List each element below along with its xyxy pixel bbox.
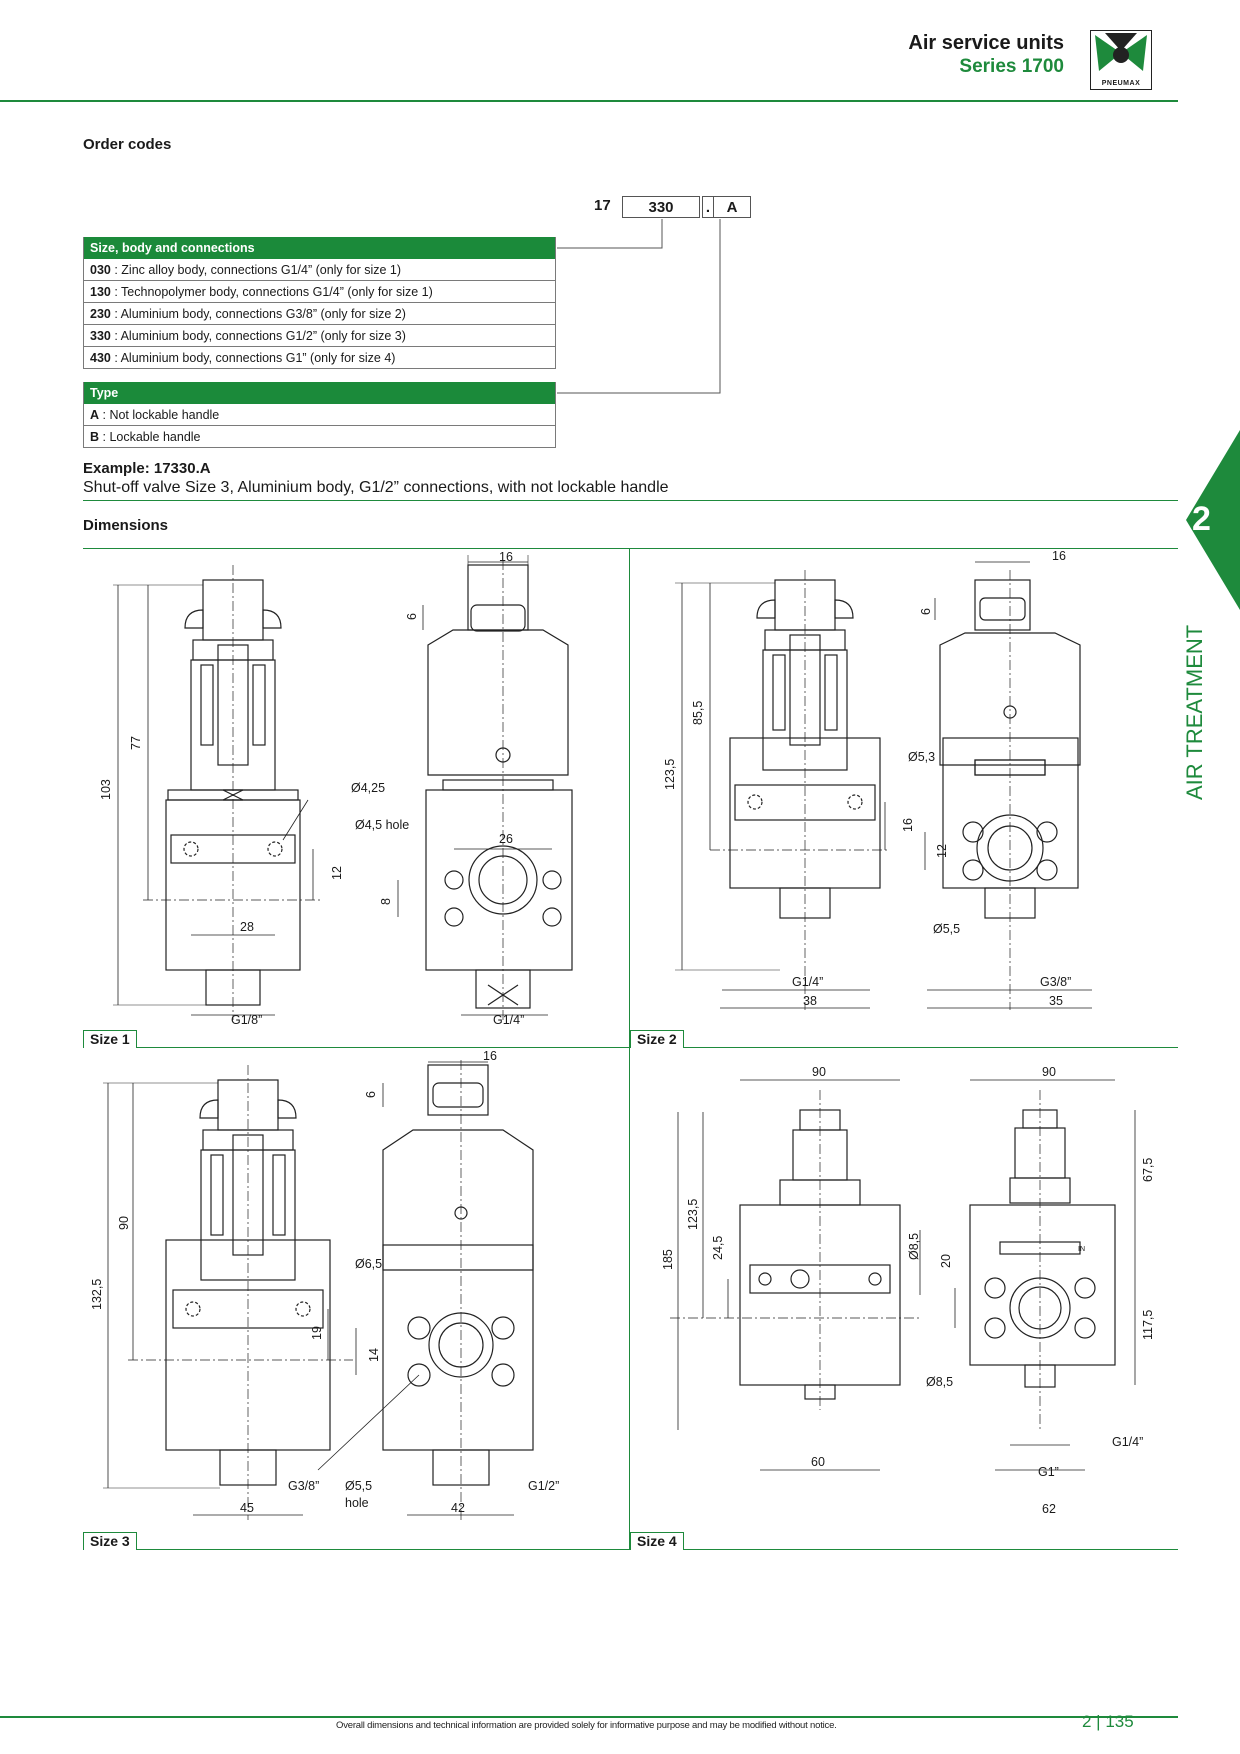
s2-d16b: 16 bbox=[901, 818, 915, 832]
s2-d855: 85,5 bbox=[691, 701, 705, 725]
size-table-header: Size, body and connections bbox=[83, 237, 556, 259]
size-2-label: Size 2 bbox=[630, 1030, 684, 1048]
type-table-header: Type bbox=[83, 382, 556, 404]
s4-d1235: 123,5 bbox=[686, 1199, 700, 1230]
s4-d85b: Ø8,5 bbox=[926, 1375, 953, 1389]
header-rule bbox=[0, 100, 1178, 102]
s2-d6: 6 bbox=[919, 608, 933, 615]
s1-g14: G1/4” bbox=[493, 1013, 524, 1027]
s4-d245: 24,5 bbox=[711, 1236, 725, 1260]
s2-d1235: 123,5 bbox=[663, 759, 677, 790]
s2-g14: G1/4” bbox=[792, 975, 823, 989]
logo-text: PNEUMAX bbox=[1101, 80, 1141, 87]
s1-d12: 12 bbox=[330, 866, 344, 880]
s2-d35: 35 bbox=[1049, 994, 1063, 1008]
size-1-drawing: 16 6 103 77 Ø4,25 Ø4,5 hole 26 12 8 28 G… bbox=[99, 550, 573, 1027]
s3-d16: 16 bbox=[483, 1050, 497, 1063]
pneumax-logo: PNEUMAX bbox=[1090, 30, 1152, 90]
s4-g14: G1/4” bbox=[1112, 1435, 1143, 1449]
s2-d12: 12 bbox=[935, 844, 949, 858]
logo-icon bbox=[1095, 33, 1147, 71]
s3-g38: G3/8” bbox=[288, 1479, 319, 1493]
s3-d45: 45 bbox=[240, 1501, 254, 1515]
s1-d77: 77 bbox=[129, 736, 143, 750]
s4-d60: 60 bbox=[811, 1455, 825, 1469]
size-4-drawing: 90 90 67,5 185 123,5 24,5 Ø8,5 20 117,5 … bbox=[661, 1065, 1155, 1516]
s3-d1325: 132,5 bbox=[90, 1279, 104, 1310]
size-table-row: 430 : Aluminium body, connections G1” (o… bbox=[83, 346, 556, 369]
code-prefix: 17 bbox=[594, 197, 611, 214]
size-table-row: 230 : Aluminium body, connections G3/8” … bbox=[83, 302, 556, 325]
size-table-row: 330 : Aluminium body, connections G1/2” … bbox=[83, 324, 556, 347]
code-body-box: 330 bbox=[622, 196, 700, 218]
size-table-row: 130 : Technopolymer body, connections G1… bbox=[83, 280, 556, 303]
dimensions-title: Dimensions bbox=[83, 517, 169, 534]
size-4-label: Size 4 bbox=[630, 1532, 684, 1550]
size-3-label: Size 3 bbox=[83, 1532, 137, 1550]
s2-d38: 38 bbox=[803, 994, 817, 1008]
s1-d28: 28 bbox=[240, 920, 254, 934]
chapter-tab bbox=[1186, 430, 1240, 610]
s1-g18: G1/8” bbox=[231, 1013, 262, 1027]
size-3-drawing: 16 6 90 132,5 Ø6,5 19 14 Ø5,5 hole G3/8”… bbox=[90, 1050, 559, 1520]
s1-d6: 6 bbox=[405, 613, 419, 620]
s3-d65: Ø6,5 bbox=[355, 1257, 382, 1271]
grid-top bbox=[83, 548, 1178, 549]
s2-d55: Ø5,5 bbox=[933, 922, 960, 936]
header-subtitle: Series 1700 bbox=[959, 56, 1064, 77]
size-table: Size, body and connections 030 : Zinc al… bbox=[83, 237, 556, 369]
s2-g38: G3/8” bbox=[1040, 975, 1071, 989]
type-table: Type A : Not lockable handle B : Lockabl… bbox=[83, 382, 556, 448]
chapter-label: AIR TREATMENT bbox=[1182, 624, 1207, 800]
type-table-row: B : Lockable handle bbox=[83, 425, 556, 448]
s3-d42: 42 bbox=[451, 1501, 465, 1515]
code-type-box: A bbox=[713, 196, 751, 218]
s1-d425: Ø4,25 bbox=[351, 781, 385, 795]
s1-d16: 16 bbox=[499, 550, 513, 564]
s4-d62: 62 bbox=[1042, 1502, 1056, 1516]
s4-d1175: 117,5 bbox=[1141, 1310, 1155, 1340]
s4-g1: G1” bbox=[1038, 1465, 1059, 1479]
s3-d19: 19 bbox=[310, 1326, 324, 1340]
s1-d45: Ø4,5 hole bbox=[355, 818, 409, 832]
type-table-row: A : Not lockable handle bbox=[83, 404, 556, 426]
s3-d14: 14 bbox=[367, 1348, 381, 1362]
header-title: Air service units bbox=[908, 32, 1064, 54]
page-number: 2 | 135 bbox=[1082, 1712, 1134, 1731]
s2-d53: Ø5,3 bbox=[908, 750, 935, 764]
s4-d90a: 90 bbox=[812, 1065, 826, 1079]
chapter-number: 2 bbox=[1192, 500, 1211, 538]
s1-d26: 26 bbox=[499, 832, 513, 846]
s3-g12: G1/2” bbox=[528, 1479, 559, 1493]
s4-d85a: Ø8,5 bbox=[907, 1233, 921, 1260]
s3-d6: 6 bbox=[364, 1091, 378, 1098]
footer-note: Overall dimensions and technical informa… bbox=[336, 1720, 837, 1731]
size-2-drawing: 16 6 85,5 123,5 Ø5,3 16 12 Ø5,5 G1/4” G3… bbox=[663, 550, 1092, 1010]
s2-d16: 16 bbox=[1052, 550, 1066, 563]
s3-d90: 90 bbox=[117, 1216, 131, 1230]
order-codes-title: Order codes bbox=[83, 136, 172, 153]
s4-in: IN bbox=[1078, 1246, 1085, 1253]
s4-d185: 185 bbox=[661, 1249, 675, 1270]
example-title: Example: 17330.A bbox=[83, 460, 211, 477]
size-1-label: Size 1 bbox=[83, 1030, 137, 1048]
s1-d8: 8 bbox=[379, 898, 393, 905]
s4-d20: 20 bbox=[939, 1254, 953, 1268]
s3-d55: Ø5,5 bbox=[345, 1479, 372, 1493]
footer-rule bbox=[0, 1716, 1178, 1718]
s4-d675: 67,5 bbox=[1141, 1158, 1155, 1182]
code-connector-lines bbox=[557, 219, 721, 394]
grid-vertical bbox=[629, 548, 630, 1550]
s3-hole: hole bbox=[345, 1496, 369, 1510]
s4-d90b: 90 bbox=[1042, 1065, 1056, 1079]
size-table-row: 030 : Zinc alloy body, connections G1/4”… bbox=[83, 259, 556, 281]
divider bbox=[83, 500, 1178, 501]
example-text: Shut-off valve Size 3, Aluminium body, G… bbox=[83, 479, 669, 496]
s1-d103: 103 bbox=[99, 779, 113, 800]
